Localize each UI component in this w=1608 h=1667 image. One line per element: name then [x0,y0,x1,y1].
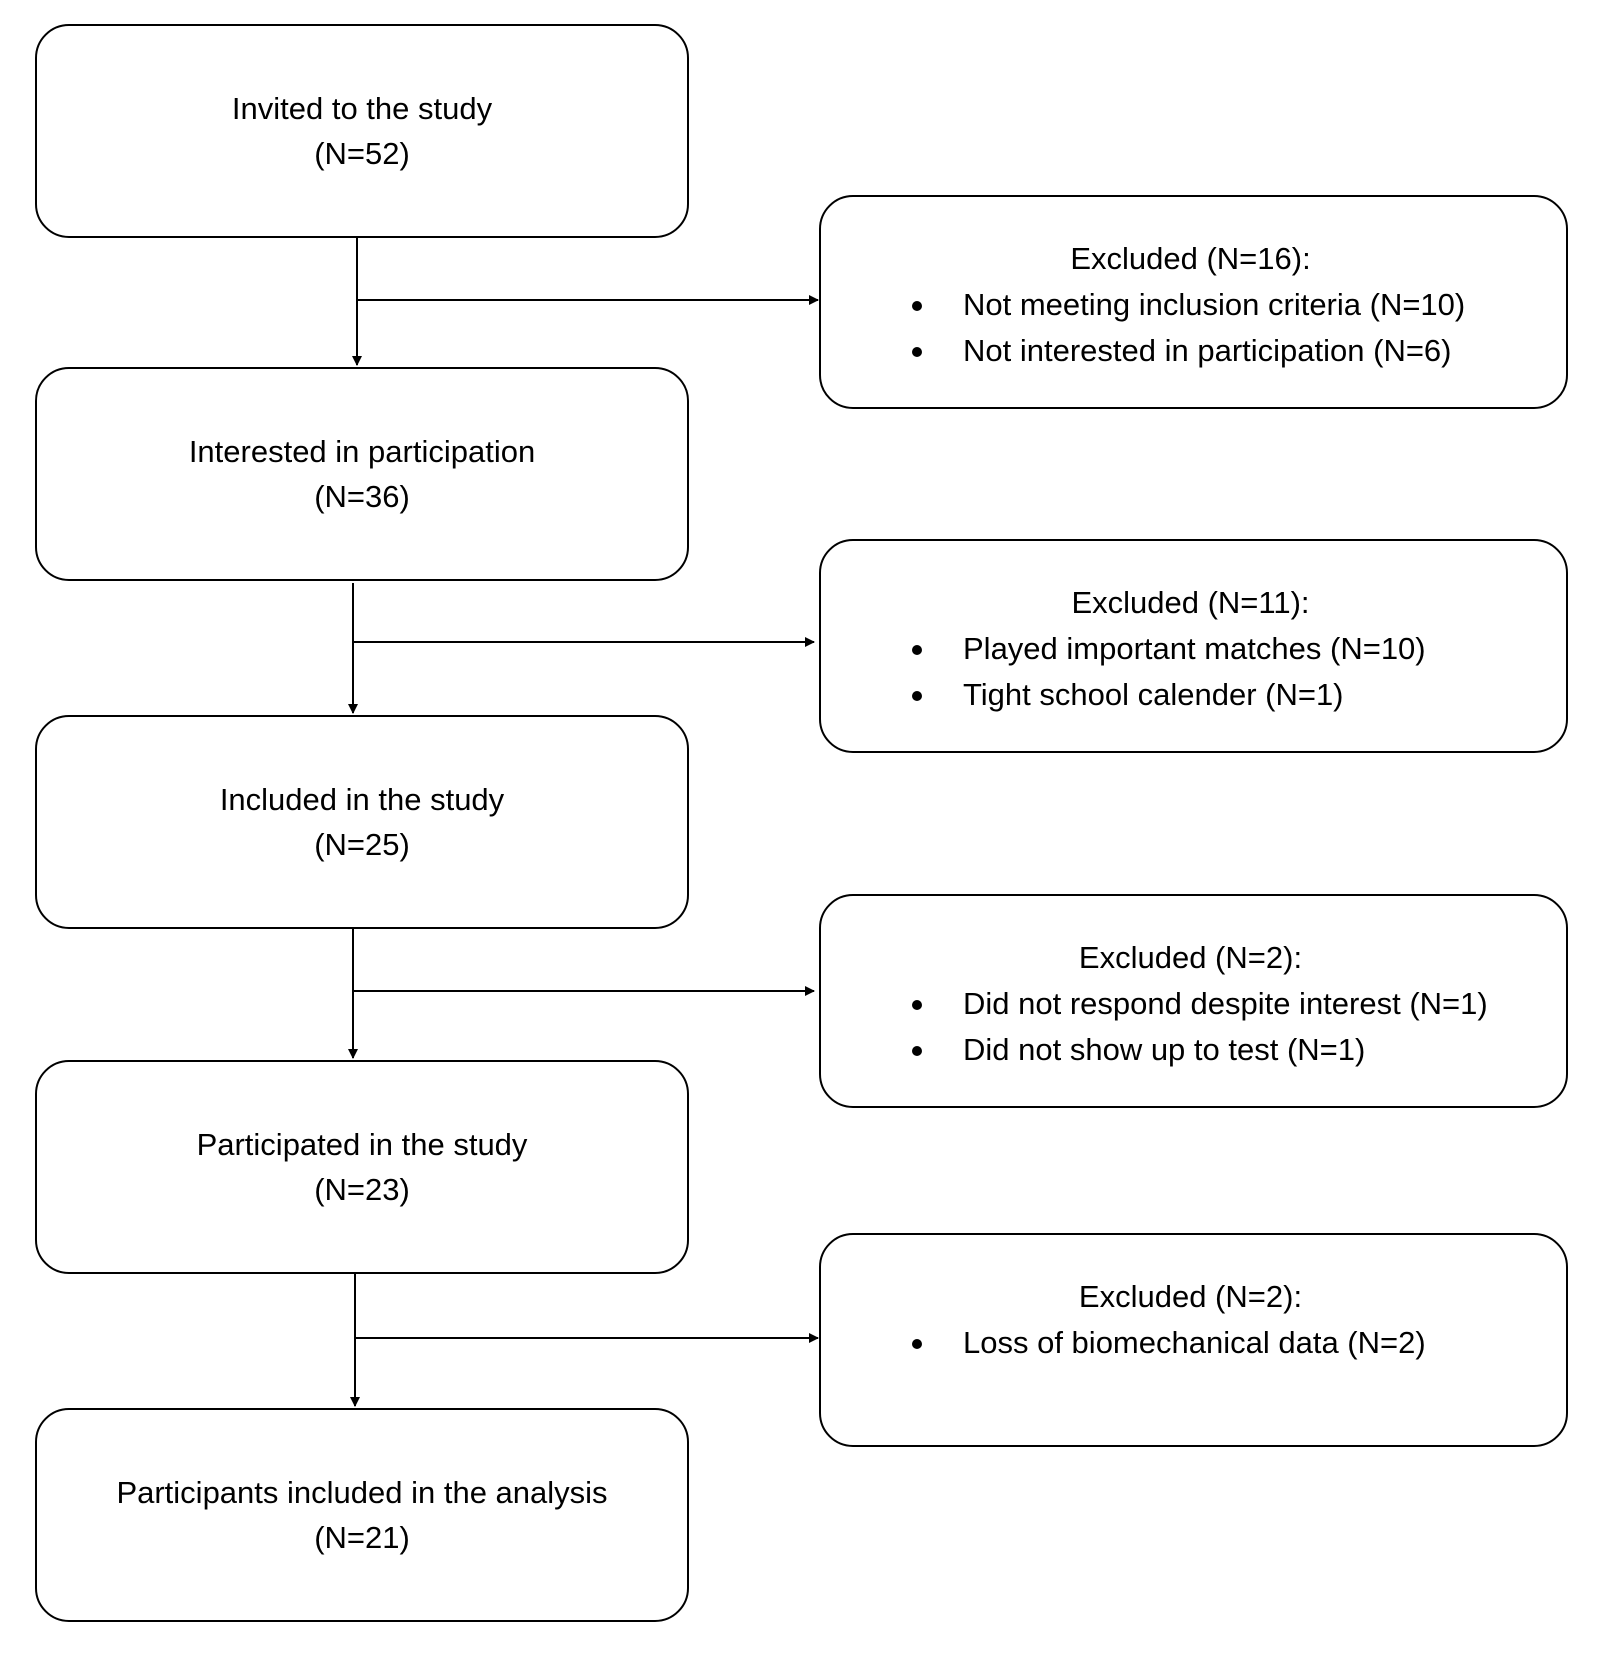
exclusion-3-item: Did not show up to test (N=1) [821,1027,1488,1073]
exclusion-2-item: Tight school calender (N=1) [821,672,1426,718]
step-interested-box: Interested in participation (N=36) [35,367,689,581]
step-included-count: (N=25) [314,827,410,862]
bullet-icon [912,1000,922,1010]
exclusion-3-item: Did not respond despite interest (N=1) [821,981,1488,1027]
exclusion-1-list: Not meeting inclusion criteria (N=10) No… [821,282,1465,374]
bullet-icon [912,1339,922,1349]
exclusion-4-item: Loss of biomechanical data (N=2) [821,1320,1426,1366]
step-included-box: Included in the study (N=25) [35,715,689,929]
exclusion-3-list: Did not respond despite interest (N=1) D… [821,981,1488,1073]
exclusion-box-4: Excluded (N=2): Loss of biomechanical da… [819,1233,1568,1447]
exclusion-2-item: Played important matches (N=10) [821,626,1426,672]
step-invited-box: Invited to the study (N=52) [35,24,689,238]
bullet-icon [912,1046,922,1056]
step-participated-title: Participated in the study [196,1127,528,1162]
step-participated-box: Participated in the study (N=23) [35,1060,689,1274]
bullet-icon [912,347,922,357]
step-included-title: Included in the study [219,782,505,817]
step-analysis-box: Participants included in the analysis (N… [35,1408,689,1622]
exclusion-1-item: Not interested in participation (N=6) [821,328,1465,374]
exclusion-1-item: Not meeting inclusion criteria (N=10) [821,282,1465,328]
exclusion-4-title: Excluded (N=2): [1078,1279,1303,1314]
step-interested-count: (N=36) [314,479,410,514]
step-analysis-count: (N=21) [314,1520,410,1555]
exclusion-box-1: Excluded (N=16): Not meeting inclusion c… [819,195,1568,409]
exclusion-box-3: Excluded (N=2): Did not respond despite … [819,894,1568,1108]
exclusion-3-title: Excluded (N=2): [1078,940,1303,975]
step-analysis-title: Participants included in the analysis [116,1475,608,1510]
exclusion-1-title: Excluded (N=16): [1070,241,1311,276]
exclusion-box-2: Excluded (N=11): Played important matche… [819,539,1568,753]
exclusion-2-list: Played important matches (N=10) Tight sc… [821,626,1426,718]
step-invited-count: (N=52) [314,136,410,171]
exclusion-2-title: Excluded (N=11): [1071,585,1310,620]
step-participated-count: (N=23) [314,1172,410,1207]
exclusion-4-list: Loss of biomechanical data (N=2) [821,1320,1426,1366]
bullet-icon [912,645,922,655]
bullet-icon [912,691,922,701]
bullet-icon [912,301,922,311]
step-invited-title: Invited to the study [231,91,493,126]
step-interested-title: Interested in participation [188,434,536,469]
